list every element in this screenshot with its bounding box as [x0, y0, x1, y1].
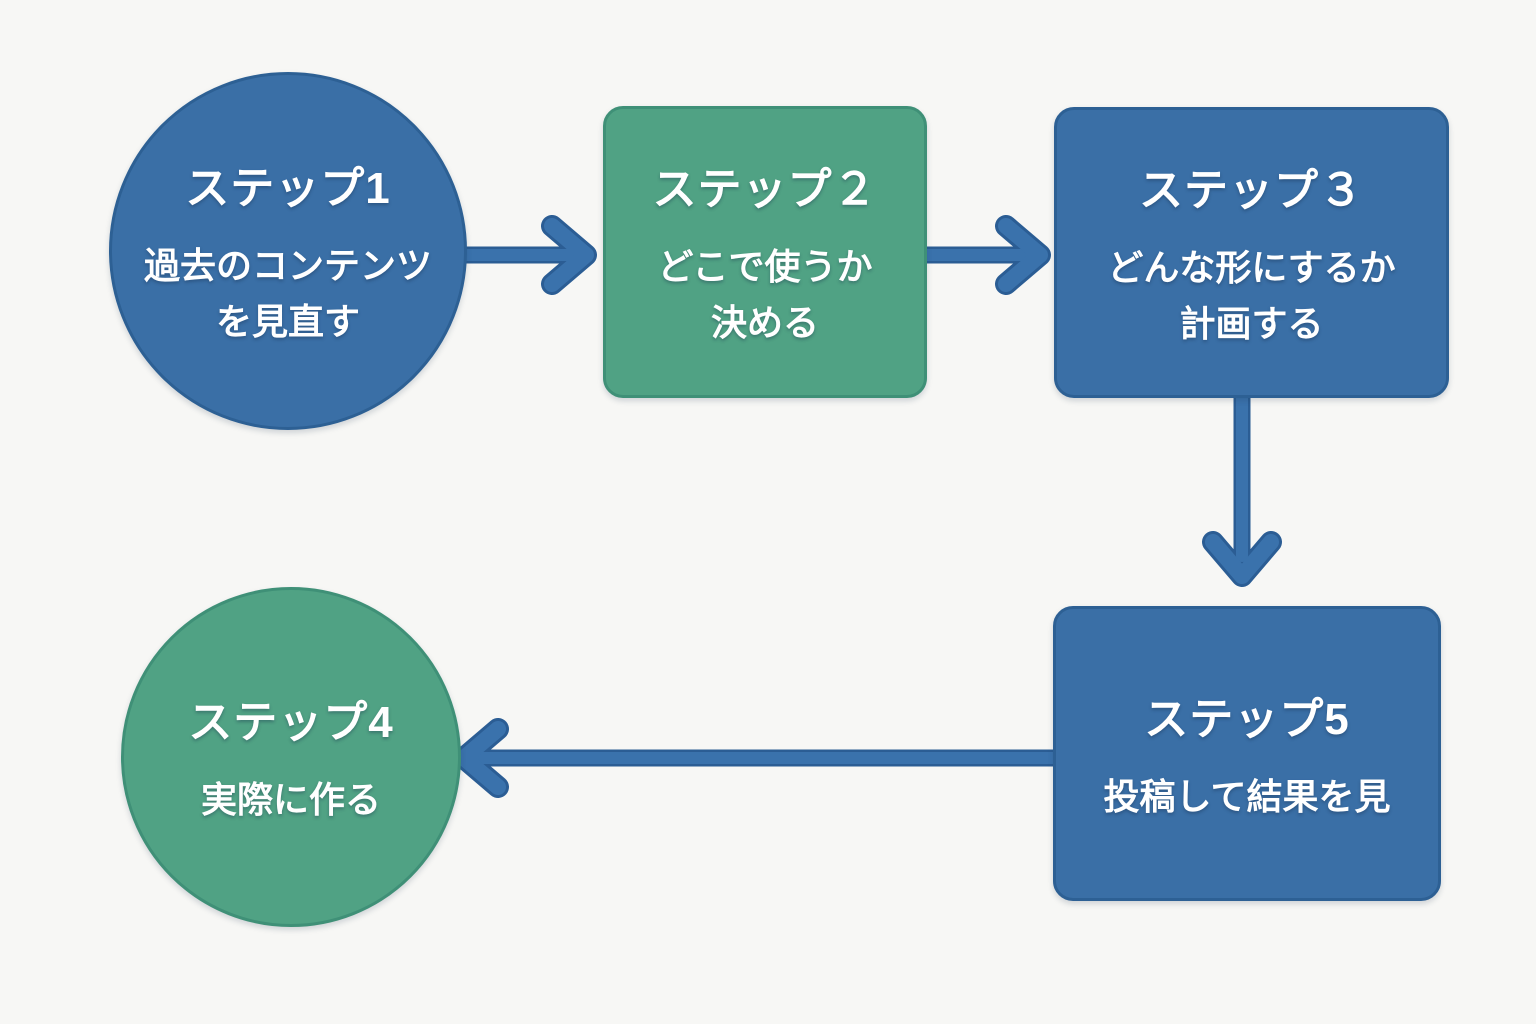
step-3-title: ステップ３ [1139, 165, 1364, 215]
arrow-step3-to-step5-down-icon [1202, 382, 1282, 587]
step-1-text-line-2: を見直す [215, 301, 360, 342]
arrow-step2-to-step3-right-icon [912, 215, 1051, 295]
step-2-title: ステップ２ [652, 165, 878, 215]
step-5-node: ステップ5 投稿して結果を見 [1053, 606, 1441, 901]
arrow-step5-to-step4-left-icon [453, 718, 1064, 798]
step-1-text-line-1: 過去のコンテンツ [143, 245, 432, 287]
arrow-step1-to-step2-right-icon [449, 215, 597, 295]
step-3-node: ステップ３ どんな形にするか 計画する [1054, 107, 1449, 398]
step-2-text-line-1: どこで使うか [657, 246, 873, 288]
step-4-title: ステップ4 [188, 698, 394, 748]
step-3-text-line-1: どんな形にするか [1107, 246, 1396, 288]
step-2-text-line-2: 決める [710, 302, 819, 343]
step-1-title: ステップ1 [185, 164, 391, 214]
step-1-node: ステップ1 過去のコンテンツ を見直す [109, 72, 467, 430]
step-3-text-line-2: 計画する [1179, 302, 1324, 344]
step-4-node: ステップ4 実際に作る [121, 587, 461, 927]
step-4-text-line-1: 実際に作る [200, 779, 381, 821]
step-5-title: ステップ5 [1144, 694, 1350, 744]
step-2-node: ステップ２ どこで使うか 決める [603, 106, 927, 398]
step-5-text-line-1: 投稿して結果を見 [1103, 775, 1391, 817]
